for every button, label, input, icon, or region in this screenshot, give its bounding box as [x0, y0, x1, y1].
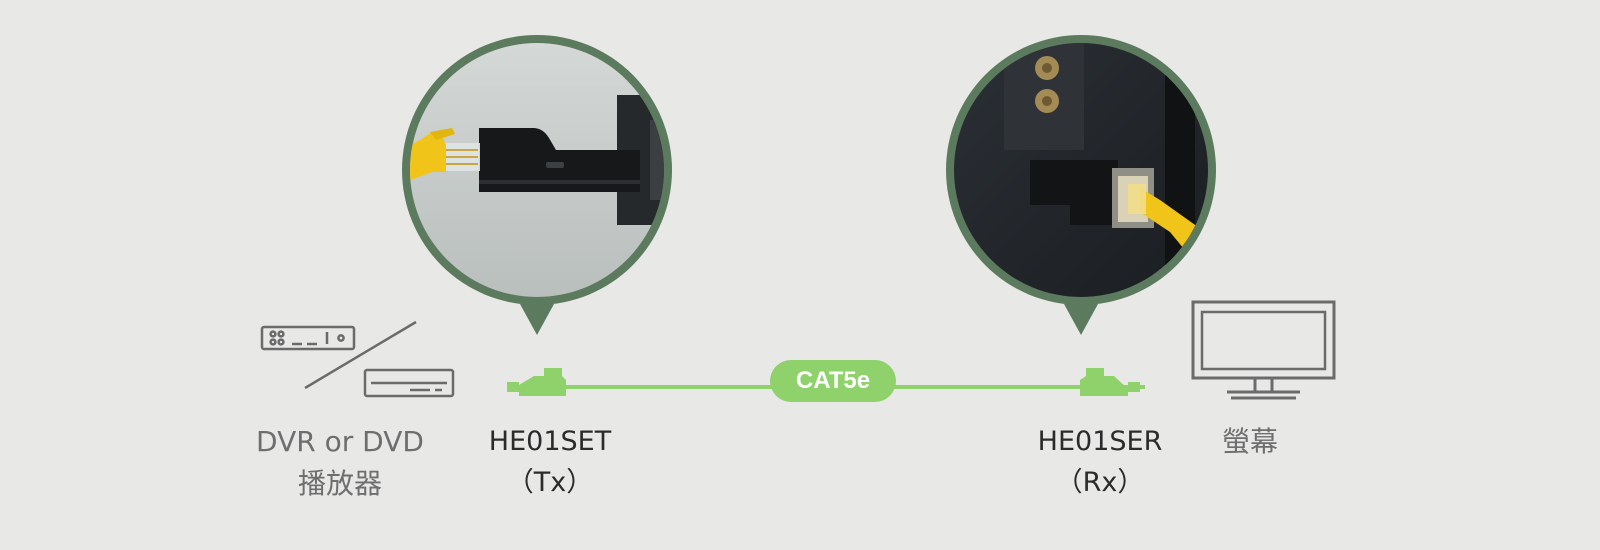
rx-photo-bubble: [946, 35, 1216, 335]
monitor-icon: [1191, 300, 1336, 400]
transmitter-label: HE01SET （Tx）: [450, 428, 650, 496]
source-label-line2: 播放器: [297, 467, 382, 500]
receiver-model: HE01SER: [1037, 426, 1163, 457]
transmitter-role: （Tx）: [506, 467, 594, 498]
cable-type-label: CAT5e: [795, 367, 871, 394]
receiver-label: HE01SER （Rx）: [1000, 428, 1200, 496]
display-label-text: 螢幕: [1221, 425, 1278, 458]
source-label-line1: DVR or DVD: [256, 425, 424, 458]
transmitter-model: HE01SET: [488, 426, 612, 457]
dvr-icon: [260, 325, 356, 351]
dvd-player-icon: [363, 368, 455, 398]
receiver-role: （Rx）: [1055, 467, 1145, 498]
display-label: 螢幕: [1200, 428, 1300, 456]
or-divider-slash: [304, 320, 417, 390]
tx-photo-bubble: [402, 35, 672, 335]
source-device-label: DVR or DVD 播放器: [230, 428, 450, 498]
cat5e-cable: [507, 360, 1145, 402]
